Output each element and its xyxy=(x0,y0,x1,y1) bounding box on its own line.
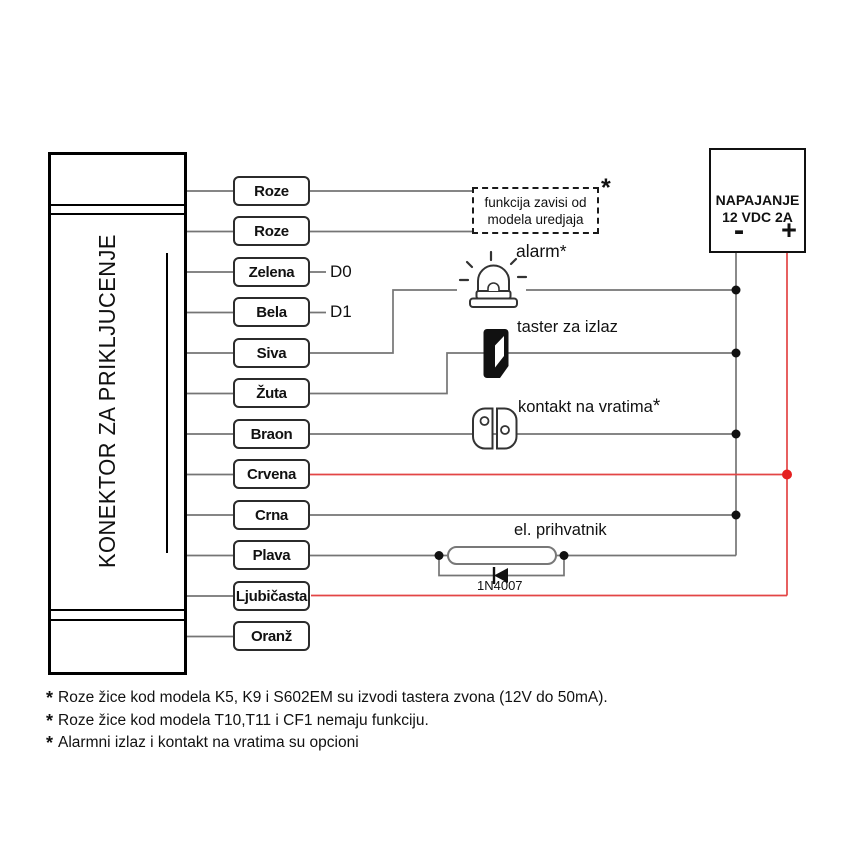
junction-dots xyxy=(434,285,792,560)
wire-label-zuta: Žuta xyxy=(233,378,310,408)
connector-divider-bottom-1 xyxy=(50,609,185,611)
power-supply-title: NAPAJANJE 12 VDC 2A xyxy=(715,192,800,225)
red-junction-dot xyxy=(782,469,792,480)
kontakt-asterisk: * xyxy=(652,396,661,417)
tag-d1: D1 xyxy=(330,302,352,321)
wire-label-crvena: Crvena xyxy=(233,459,310,489)
kontakt-label: kontakt na vratima* xyxy=(518,396,661,417)
electric-strike-icon xyxy=(447,546,557,565)
footnote-1: *Roze žice kod modela K5, K9 i S602EM su… xyxy=(46,688,608,708)
minus-terminal: - xyxy=(733,212,745,247)
siva-alarm-wire xyxy=(310,289,736,354)
plus-terminal: + xyxy=(781,215,797,245)
alarm-icon xyxy=(458,250,528,308)
connector-block xyxy=(48,152,187,675)
connector-divider-bottom-2 xyxy=(50,619,185,621)
wire-label-roze-1: Roze xyxy=(233,176,310,206)
wire-label-siva: Siva xyxy=(233,338,310,368)
wire-label-ljubicasta: Ljubičasta xyxy=(233,581,310,611)
prihvatnik-label: el. prihvatnik xyxy=(514,521,607,539)
connector-title: KONEKTOR ZA PRIKLJUCENJE xyxy=(94,234,120,568)
footnote-3: *Alarmni izlaz i kontakt na vratima su o… xyxy=(46,733,359,753)
diode-label: 1N4007 xyxy=(477,578,523,593)
dashed-note-box: funkcija zavisi od modela uredjaja xyxy=(472,187,599,234)
wire-label-braon: Braon xyxy=(233,419,310,449)
door-icon xyxy=(483,329,509,378)
wire-label-zelena: Zelena xyxy=(233,257,310,287)
alarm-asterisk: * xyxy=(559,241,567,261)
wire-label-bela: Bela xyxy=(233,297,310,327)
footnote-2: *Roze žice kod modela T10,T11 i CF1 nema… xyxy=(46,711,429,731)
wire-label-plava: Plava xyxy=(233,540,310,570)
diode-icon xyxy=(492,567,508,584)
dashed-note-asterisk: * xyxy=(601,174,611,202)
connector-inner-line xyxy=(166,253,168,553)
wire-label-roze-2: Roze xyxy=(233,216,310,246)
wire-label-crna: Crna xyxy=(233,500,310,530)
alarm-label: alarm* xyxy=(516,241,567,261)
d0-d1-stubs xyxy=(310,271,326,314)
door-contact-icon xyxy=(472,407,518,450)
taster-label: taster za izlaz xyxy=(517,318,618,336)
red-wires xyxy=(310,251,788,597)
alarm-rays xyxy=(458,250,528,282)
roze-wires xyxy=(310,190,472,233)
connector-stub-wires xyxy=(187,190,233,638)
connector-divider-top-2 xyxy=(50,213,185,215)
power-supply-box: NAPAJANJE 12 VDC 2A - + xyxy=(709,148,806,253)
wire-label-oranz: Oranž xyxy=(233,621,310,651)
dashed-note-line2: modela uredjaja xyxy=(487,212,584,227)
tag-d0: D0 xyxy=(330,262,352,281)
connector-divider-top-1 xyxy=(50,204,185,206)
zuta-taster-wire xyxy=(310,352,736,395)
dashed-note-line1: funkcija zavisi od xyxy=(484,195,587,210)
